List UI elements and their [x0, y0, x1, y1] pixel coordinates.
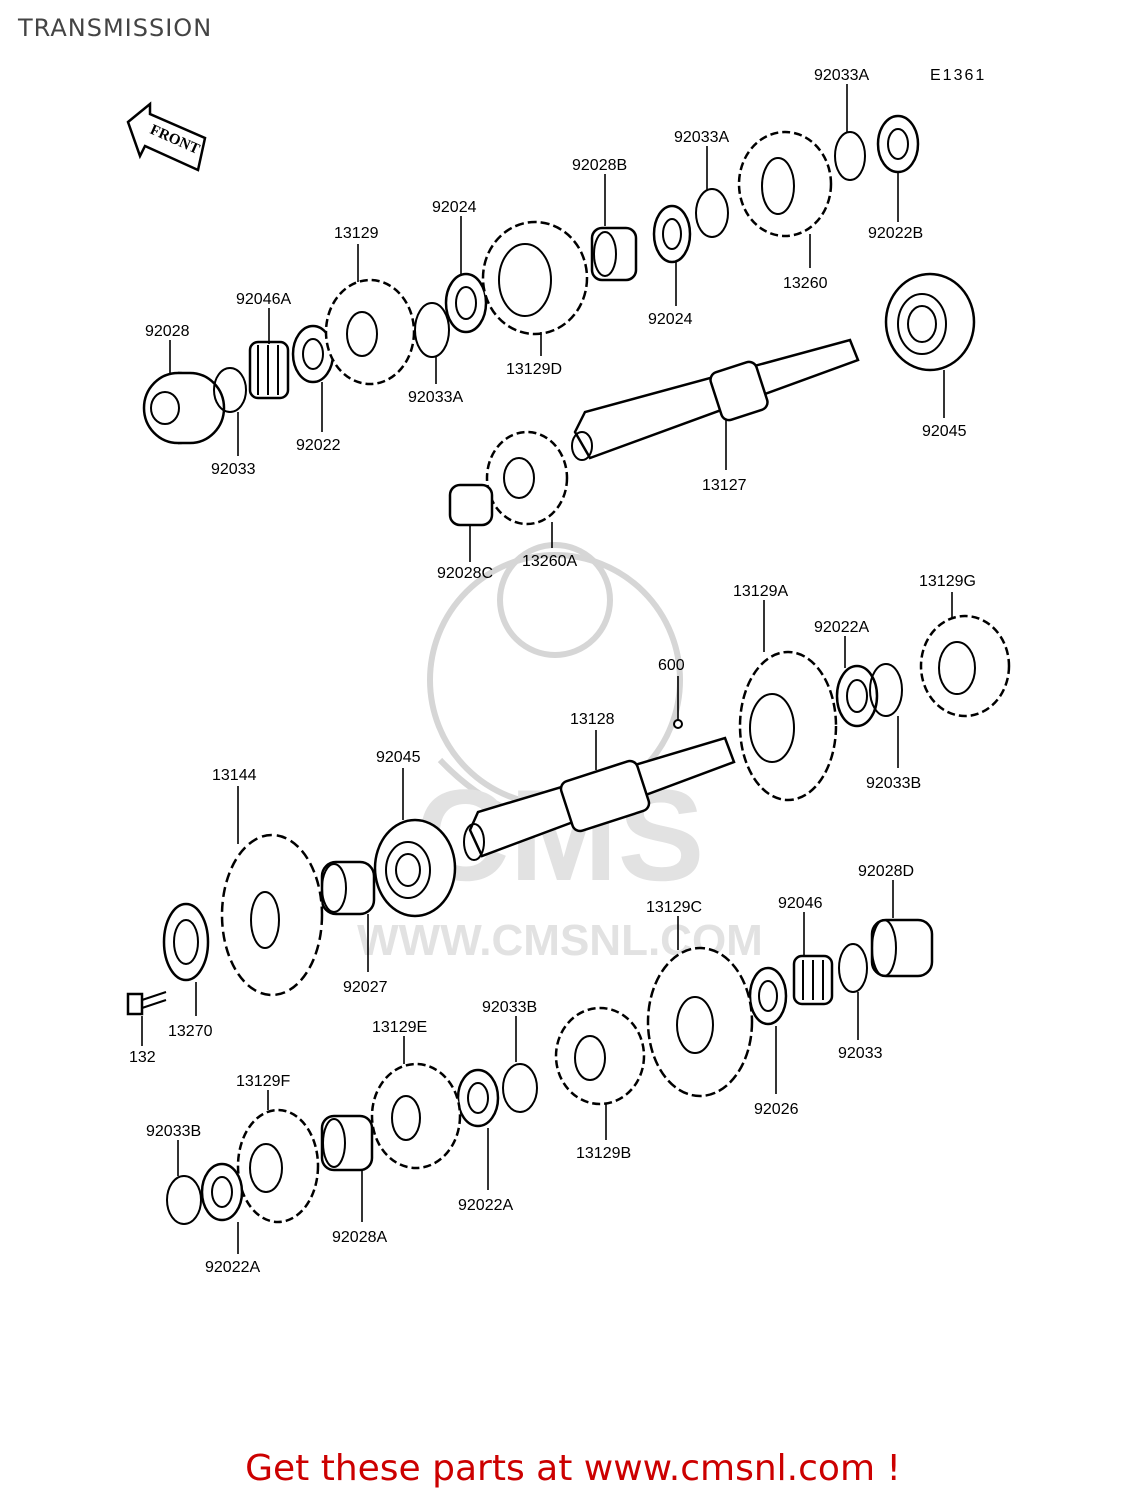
gear-13129	[324, 278, 416, 386]
part-92024-washer-2	[652, 204, 692, 264]
part-label: 13270	[168, 1023, 213, 1040]
footer-promo-link[interactable]: Get these parts at www.cmsnl.com !	[245, 1448, 901, 1489]
gear-13129F	[236, 1108, 320, 1224]
part-92033A-ring-3	[834, 131, 866, 181]
leader-lines	[141, 84, 953, 1254]
part-label: 92028D	[858, 863, 914, 880]
gear-13129E	[370, 1062, 462, 1170]
part-label: 13128	[570, 711, 615, 728]
part-label: 92033B	[482, 999, 537, 1016]
part-label: 92028A	[332, 1229, 387, 1246]
part-92026-washer	[748, 966, 788, 1026]
part-label: 92028C	[437, 565, 493, 582]
part-600-dot	[673, 719, 683, 729]
part-label: 13129C	[646, 899, 702, 916]
part-number-labels: 92033A 92033A 92028B 92024 13129 92046A …	[129, 67, 976, 1276]
plate-13270	[162, 902, 210, 982]
part-92033-ring	[213, 367, 247, 413]
part-92033B-ring-3	[166, 1175, 202, 1225]
front-arrow-icon: FRONT	[126, 101, 207, 172]
part-label: 92033B	[866, 775, 921, 792]
part-92033B-ring-2	[502, 1063, 538, 1113]
bolt-132	[126, 991, 167, 1016]
bearing-92046	[792, 954, 834, 1006]
part-92033A-ring	[414, 302, 450, 358]
part-label: 92022	[296, 437, 341, 454]
part-92022-washer	[291, 324, 335, 384]
part-label: 13260A	[522, 553, 577, 570]
shaft-13127	[571, 338, 860, 461]
sprocket-13144	[220, 833, 324, 997]
part-label: 92033A	[814, 67, 869, 84]
gear-13260	[737, 130, 833, 238]
shaft-13128	[463, 736, 736, 861]
part-92028	[142, 371, 226, 445]
part-92033A-ring-2	[695, 188, 729, 238]
part-label: 13129D	[506, 361, 562, 378]
part-label: 92033	[211, 461, 256, 478]
part-label: 92046	[778, 895, 823, 912]
part-label: 92033A	[674, 129, 729, 146]
part-92033B-ring	[869, 663, 903, 717]
part-label: 600	[658, 657, 685, 674]
part-label: 13144	[212, 767, 257, 784]
part-label: 92022A	[205, 1259, 260, 1276]
part-label: 92028B	[572, 157, 627, 174]
gear-13129A	[738, 650, 838, 802]
bearing-92045-upper	[884, 272, 976, 372]
part-label: 92022A	[814, 619, 869, 636]
part-label: 92026	[754, 1101, 799, 1118]
part-label: 92045	[376, 749, 421, 766]
gear-13129G	[919, 614, 1011, 718]
part-label: 92028	[145, 323, 190, 340]
gear-13129C	[646, 946, 754, 1098]
part-label: 13129A	[733, 583, 788, 600]
part-92022A-washer-3	[200, 1162, 244, 1222]
part-label: 92033B	[146, 1123, 201, 1140]
part-92028A-bushing	[320, 1114, 374, 1172]
bearing-92045-lower	[373, 818, 457, 918]
part-label: 13129B	[576, 1145, 631, 1162]
part-92027-collar	[320, 860, 376, 916]
diagram-code: E1361	[930, 67, 986, 84]
gear-13260A	[485, 430, 569, 526]
part-92028D-collar	[870, 918, 934, 978]
page-title: TRANSMISSION	[18, 14, 213, 42]
part-92028C-bushing	[448, 483, 494, 527]
part-label: 13129G	[919, 573, 976, 590]
part-92022B-washer	[876, 114, 920, 174]
part-92046A-bearing	[248, 340, 290, 400]
part-label: 13260	[783, 275, 828, 292]
part-92024-washer	[444, 272, 488, 334]
part-label: 13129	[334, 225, 379, 242]
gear-13129B	[554, 1006, 646, 1106]
part-label: 13129E	[372, 1019, 427, 1036]
part-label: 92022A	[458, 1197, 513, 1214]
part-label: 92045	[922, 423, 967, 440]
gear-13129D	[481, 220, 589, 336]
part-label: 92022B	[868, 225, 923, 242]
part-92022A-washer	[835, 664, 879, 728]
part-92022A-washer-2	[456, 1068, 500, 1128]
part-label: 13129F	[236, 1073, 290, 1090]
exploded-parts-diagram: CMS WWW.CMSNL.COM E1361 FRONT	[126, 67, 1011, 1276]
part-label: 92024	[432, 199, 477, 216]
part-label: 92033A	[408, 389, 463, 406]
part-label: 92027	[343, 979, 388, 996]
part-label: 13127	[702, 477, 747, 494]
part-92028B-bushing	[590, 226, 638, 282]
part-label: 92024	[648, 311, 693, 328]
part-label: 132	[129, 1049, 156, 1066]
part-label: 92033	[838, 1045, 883, 1062]
part-label: 92046A	[236, 291, 291, 308]
part-92033-ring-lower	[838, 943, 868, 993]
